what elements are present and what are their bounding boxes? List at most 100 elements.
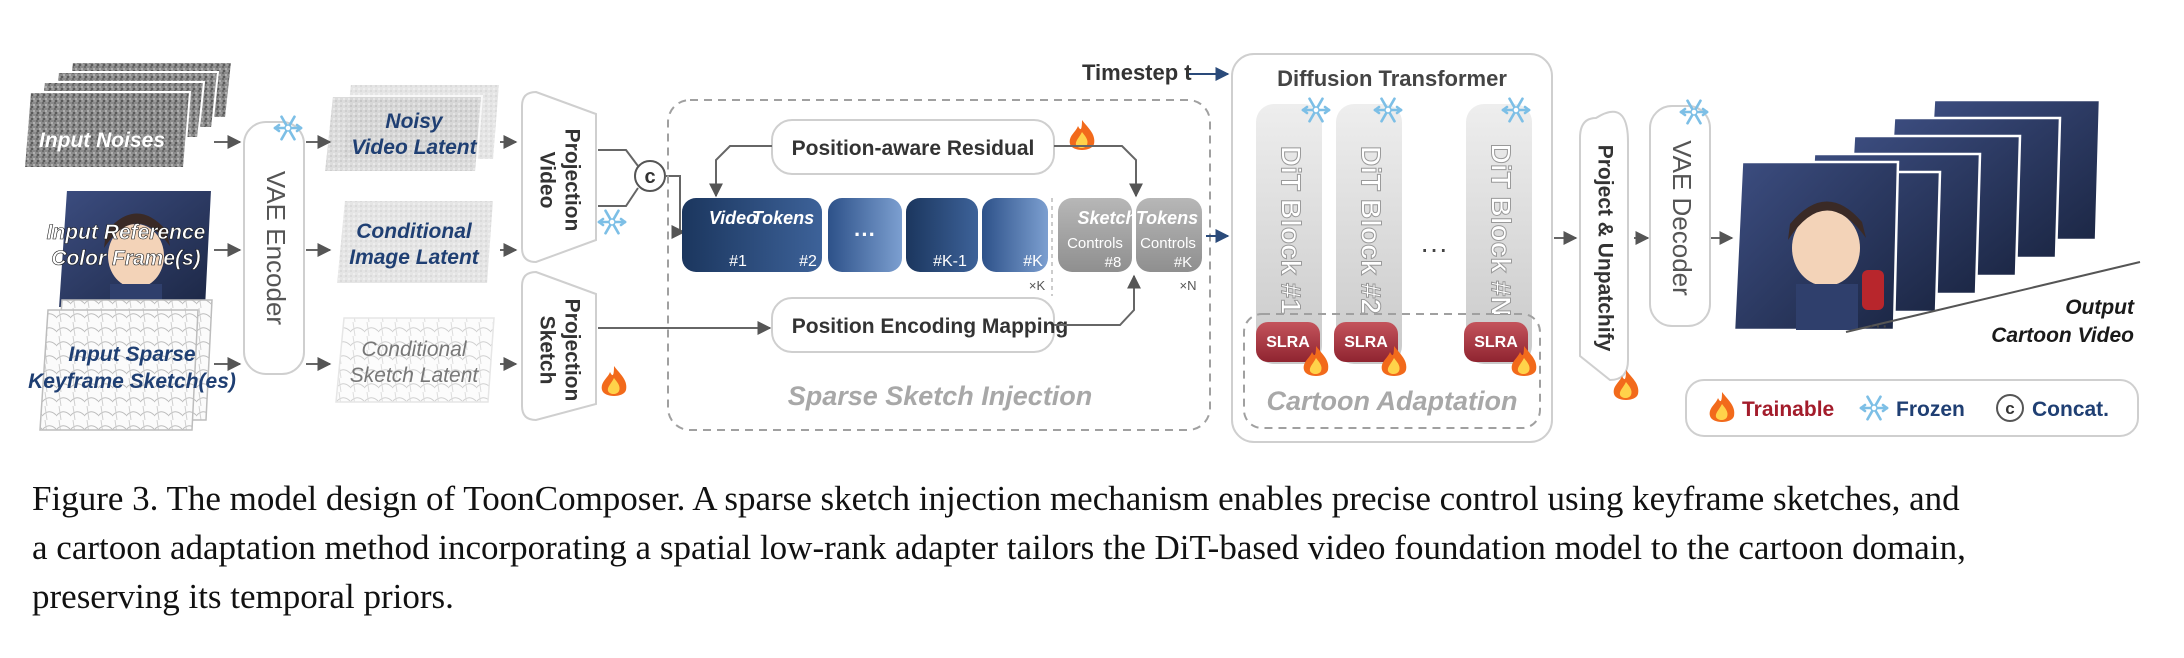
video-token-label: #2 [799,253,817,270]
output-arrow-line [1845,261,2141,333]
latent-noisy: Noisy Video Latent [322,83,502,173]
concat-node: c [634,160,666,192]
dit-block-2-label: DiT Block #2 [1356,146,1387,314]
sketch-token-8 [1058,198,1132,272]
sketch-tokens-label-2: Tokens [1136,208,1198,228]
output-cartoon-video: ··· Output Cartoon Video [1732,98,2141,347]
video-token-label: #K [1023,253,1043,270]
input-noises-label: Input Noises [39,129,165,152]
encoder-connectors [214,135,518,371]
video-projection-line1: Video [535,152,558,209]
input-reference-line1: Input Reference [47,221,206,244]
legend-concat-symbol: c [2005,399,2014,418]
input-reference-frame: Input Reference Color Frame(s) [46,189,214,309]
dit-block-1 [1256,104,1322,364]
output-character [1788,201,1884,330]
input-sketch-line2: Keyframe Sketch(es) [28,370,236,393]
dit-block-n [1466,104,1532,364]
slra-label: SLRA [1266,334,1310,351]
sketch-token-index: #8 [1105,254,1122,271]
video-token-label: ··· [854,222,876,247]
injection-connectors [709,145,1143,326]
video-token-k-1 [906,198,978,272]
to-dit-connectors [1186,67,1230,243]
cartoon-adaptation-box [1243,313,1541,429]
legend-concat-circle [1996,394,2024,422]
sketch-token-controls: Controls [1140,235,1196,252]
project-unpatchify: Project & Unpatchify [1579,110,1639,400]
video-token-dots [828,198,902,272]
sketch-projection-line2: Projection [560,299,583,402]
caption-line: a cartoon adaptation method incorporatin… [32,528,1966,567]
latent-conditional-sketch: Conditional Sketch Latent [335,317,495,403]
sketch-projection: Sketch Projection [521,270,627,422]
timestep-label: Timestep t [1082,60,1192,85]
position-encoding-mapping-label: Position Encoding Mapping [792,315,1068,338]
input-sketch-line1: Input Sparse [68,343,196,366]
legend-concat: Concat. [2032,398,2109,421]
vae-encoder: VAE Encoder [243,115,305,375]
figure-caption: Figure 3. The model design of ToonCompos… [32,474,2152,621]
video-token-1-2 [682,198,822,272]
legend-trainable: Trainable [1742,398,1834,421]
sparse-sketch-injection: Sparse Sketch Injection Position-aware R… [667,99,1211,431]
position-aware-residual-label: Position-aware Residual [792,137,1035,160]
vae-decoder-label: VAE Decoder [1667,140,1697,296]
dit-block-n-label: DiT Block #N [1486,144,1517,317]
dit-block-2 [1336,104,1402,364]
dit-dots: ··· [1420,233,1448,264]
output-dots: ··· [1868,315,1888,337]
video-tokens-label-1: Video [709,208,757,228]
noisy-latent-line2: Video Latent [351,136,477,159]
concat-symbol: c [644,166,655,188]
project-unpatchify-label: Project & Unpatchify [1593,145,1616,352]
video-projection: Video Projection [521,90,627,264]
noisy-latent-line1: Noisy [385,110,444,133]
slra-label: SLRA [1344,334,1388,351]
vae-decoder: VAE Decoder [1649,99,1711,327]
sketch-tokens: Sketch Tokens Controls #8 Controls #K ×N [1058,198,1202,293]
sketch-tokens-multiplier: ×N [1180,278,1197,293]
input-reference-line2: Color Frame(s) [51,247,200,270]
cartoon-adaptation-title: Cartoon Adaptation [1267,386,1518,416]
conditional-sketch-line2: Sketch Latent [350,364,480,387]
output-label-line1: Output [2065,296,2135,319]
output-frame [1732,98,2102,332]
input-noises-stack: Input Noises [22,61,234,169]
sparse-sketch-title: Sparse Sketch Injection [788,381,1093,411]
video-token-k [982,198,1048,272]
sketch-tokens-label-1: Sketch [1077,208,1136,228]
input-sketch-stack: Input Sparse Keyframe Sketch(es) [28,299,236,431]
dit-block-1-label: DiT Block #1 [1276,146,1307,314]
video-token-label: #1 [729,253,747,270]
legend-frozen: Frozen [1896,398,1965,421]
conditional-sketch-line1: Conditional [361,338,467,361]
video-token-label: #K-1 [933,253,967,270]
slra-2 [1334,322,1398,362]
slra-1 [1256,322,1320,362]
diffusion-transformer: Diffusion Transformer DiT Block #1 DiT B… [1231,53,1553,443]
sketch-token-k [1136,198,1202,272]
caption-line: Figure 3. The model design of ToonCompos… [32,479,1960,518]
slra-n [1464,322,1528,362]
video-tokens-multiplier: ×K [1029,278,1046,293]
slra-label: SLRA [1474,334,1518,351]
sketch-token-controls: Controls [1067,235,1123,252]
latent-conditional-image: Conditional Image Latent [334,199,496,285]
caption-line: preserving its temporal priors. [32,577,454,616]
sketch-projection-line1: Sketch [535,316,558,385]
vae-encoder-label: VAE Encoder [261,171,291,326]
model-diagram: Input Noises Input Reference Color Frame… [22,53,2141,443]
output-label-line2: Cartoon Video [1991,324,2134,347]
conditional-image-line2: Image Latent [349,246,480,269]
sketch-token-index: #K [1174,254,1192,271]
trainable-fire-icon [601,366,627,396]
legend: Trainable Frozen c Concat. [1685,379,2139,437]
video-tokens: Video Tokens #1 #2 ··· #K-1 #K ×K [682,198,1048,293]
video-tokens-label-2: Tokens [752,208,814,228]
frozen-snow-icon [597,209,627,235]
video-projection-line2: Projection [560,129,583,232]
conditional-image-line1: Conditional [356,220,473,243]
dit-title: Diffusion Transformer [1277,66,1507,91]
